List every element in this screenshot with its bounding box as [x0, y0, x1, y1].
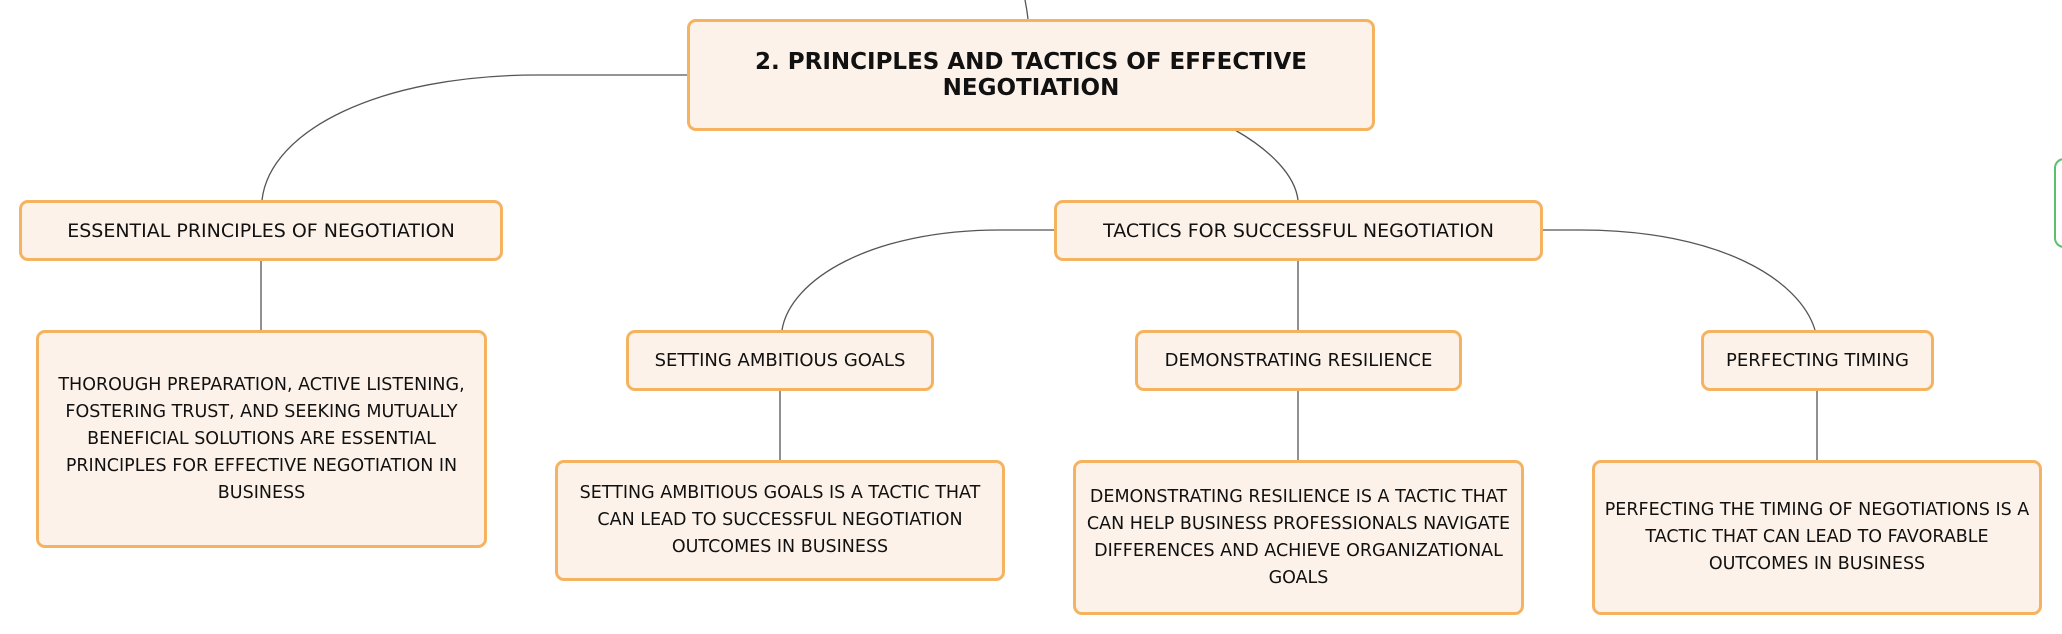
tactic-timing-node[interactable]: PERFECTING TIMING: [1701, 330, 1934, 391]
tactic-goals-detail-text: SETTING AMBITIOUS GOALS IS A TACTIC THAT…: [579, 483, 981, 557]
principles-detail-text: THOROUGH PREPARATION, ACTIVE LISTENING, …: [58, 374, 465, 503]
tactics-node[interactable]: TACTICS FOR SUCCESSFUL NEGOTIATION: [1054, 200, 1543, 261]
principles-label: ESSENTIAL PRINCIPLES OF NEGOTIATION: [67, 219, 455, 242]
tactic-goals-label: SETTING AMBITIOUS GOALS: [654, 350, 906, 371]
tactic-resilience-detail-text: DEMONSTRATING RESILIENCE IS A TACTIC THA…: [1086, 486, 1511, 588]
connector-root-principles: [261, 74, 687, 201]
root-topic[interactable]: 2. PRINCIPLES AND TACTICS OF EFFECTIVE N…: [687, 19, 1375, 131]
tactic-resilience-label: DEMONSTRATING RESILIENCE: [1164, 350, 1433, 371]
principles-node[interactable]: ESSENTIAL PRINCIPLES OF NEGOTIATION: [19, 200, 503, 261]
tactic-timing-detail-node[interactable]: PERFECTING THE TIMING OF NEGOTIATIONS IS…: [1592, 460, 2042, 615]
side-panel-tab[interactable]: [2054, 158, 2062, 248]
connector-tactics-timing: [1542, 229, 1816, 331]
tactic-resilience-detail-node[interactable]: DEMONSTRATING RESILIENCE IS A TACTIC THA…: [1073, 460, 1524, 615]
principles-detail-node[interactable]: THOROUGH PREPARATION, ACTIVE LISTENING, …: [36, 330, 487, 548]
connector-root-tactics: [1234, 129, 1299, 201]
root-topic-label: 2. PRINCIPLES AND TACTICS OF EFFECTIVE N…: [755, 49, 1307, 101]
tactics-label: TACTICS FOR SUCCESSFUL NEGOTIATION: [1103, 219, 1494, 242]
tactic-timing-label: PERFECTING TIMING: [1725, 350, 1910, 371]
tactic-goals-detail-node[interactable]: SETTING AMBITIOUS GOALS IS A TACTIC THAT…: [555, 460, 1005, 581]
connector-tactics-goals: [781, 229, 1054, 331]
connector-root-parent: [1024, 0, 1029, 20]
tactic-timing-detail-text: PERFECTING THE TIMING OF NEGOTIATIONS IS…: [1604, 500, 2030, 574]
tactic-resilience-node[interactable]: DEMONSTRATING RESILIENCE: [1135, 330, 1462, 391]
tactic-goals-node[interactable]: SETTING AMBITIOUS GOALS: [626, 330, 934, 391]
